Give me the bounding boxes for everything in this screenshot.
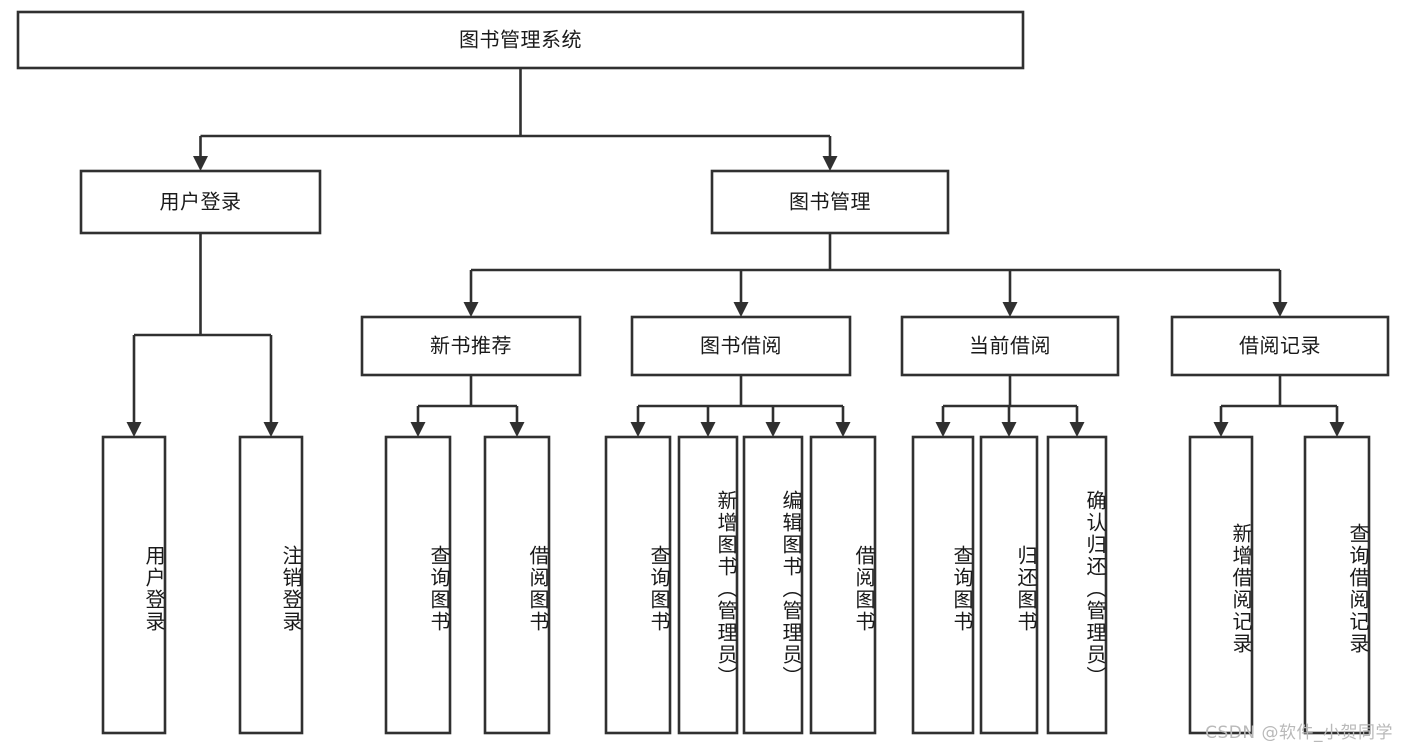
watermark-text: CSDN @软件_小贺同学 [1205, 723, 1393, 743]
node-book-manage-box[interactable] [710, 169, 950, 235]
bm-to-book-borrow-arrowhead [733, 302, 749, 317]
root-to-user-login-arrowhead [193, 156, 208, 171]
node-borrow-record-box[interactable] [1170, 315, 1390, 377]
node-current-borrow-label: 当前借阅 [969, 334, 1051, 358]
user-login-to-leaf-user-logout-arrowhead [263, 422, 279, 437]
node-leaf-add-record-box[interactable] [1188, 435, 1254, 735]
node-current-borrow-box[interactable] [900, 315, 1120, 377]
node-leaf-borrow-book-rec-box[interactable] [483, 435, 551, 735]
book-borrow-to-leaf-query-book-borrow-arrowhead [630, 422, 646, 437]
node-box-layer [16, 10, 1390, 735]
node-root-box[interactable] [16, 10, 1025, 70]
node-leaf-user-logout-box[interactable] [238, 435, 304, 735]
node-leaf-confirm-return-box[interactable] [1046, 435, 1108, 735]
bm-to-borrow-record-arrowhead [1272, 302, 1288, 317]
node-leaf-borrow-book-box[interactable] [809, 435, 877, 735]
borrow-record-to-leaf-query-record-arrowhead [1329, 422, 1345, 437]
current-borrow-to-leaf-return-book-arrowhead [1001, 422, 1017, 437]
new-book-rec-to-leaf-query-book-rec-arrowhead [410, 422, 426, 437]
node-root-label: 图书管理系统 [459, 28, 582, 52]
book-borrow-to-leaf-add-book-arrowhead [700, 422, 716, 437]
node-new-book-rec-box[interactable] [360, 315, 582, 377]
node-leaf-query-book-rec-box[interactable] [384, 435, 452, 735]
node-book-borrow-box[interactable] [630, 315, 852, 377]
node-user-login-box[interactable] [79, 169, 322, 235]
node-book-borrow-label: 图书借阅 [700, 334, 782, 358]
bm-to-current-borrow-arrowhead [1002, 302, 1018, 317]
bm-to-new-book-rec-arrowhead [463, 302, 479, 317]
node-leaf-edit-book-box[interactable] [742, 435, 804, 735]
user-login-to-leaf-user-login-arrowhead [126, 422, 142, 437]
node-book-manage-label: 图书管理 [789, 190, 871, 214]
node-user-login-label: 用户登录 [160, 190, 242, 214]
current-borrow-to-leaf-query-book-current-arrowhead [935, 422, 951, 437]
connector-layer [126, 68, 1345, 437]
node-leaf-query-record-box[interactable] [1303, 435, 1371, 735]
node-leaf-user-login-box[interactable] [101, 435, 167, 735]
node-leaf-return-book-box[interactable] [979, 435, 1039, 735]
node-new-book-rec-label: 新书推荐 [430, 334, 512, 358]
node-leaf-query-book-current-box[interactable] [911, 435, 975, 735]
book-borrow-to-leaf-borrow-book-arrowhead [835, 422, 851, 437]
node-leaf-query-book-borrow-box[interactable] [604, 435, 672, 735]
root-to-book-manage-arrowhead [822, 156, 838, 171]
current-borrow-to-leaf-confirm-return-arrowhead [1069, 422, 1085, 437]
node-borrow-record-label: 借阅记录 [1239, 334, 1321, 358]
borrow-record-to-leaf-add-record-arrowhead [1213, 422, 1229, 437]
book-borrow-to-leaf-edit-book-arrowhead [765, 422, 781, 437]
node-leaf-add-book-box[interactable] [677, 435, 739, 735]
new-book-rec-to-leaf-borrow-book-rec-arrowhead [509, 422, 525, 437]
